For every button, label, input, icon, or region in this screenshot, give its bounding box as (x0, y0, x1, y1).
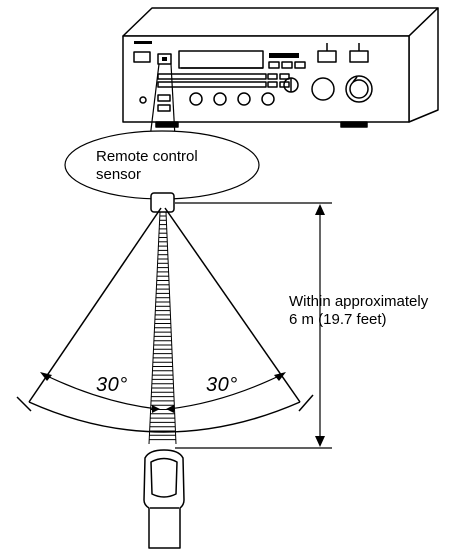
range-label-line2: 6 m (19.7 feet) (289, 311, 387, 328)
remote-control (143, 449, 185, 549)
tone-knob (261, 92, 275, 106)
coverage-arc (28, 401, 301, 433)
sensor-label-line2: sensor (96, 166, 142, 183)
sensor-box (150, 192, 175, 213)
sensor-label: Remote control sensor (96, 148, 198, 184)
sensor-label-line1: Remote control (96, 148, 198, 165)
receiver-unit (122, 7, 439, 128)
range-label: Within approximately 6 m (19.7 feet) (289, 293, 428, 329)
brand-logo (134, 41, 152, 44)
sensor-window (157, 53, 172, 65)
input-knob (311, 77, 335, 101)
tone-knob (213, 92, 227, 106)
tone-knob (237, 92, 251, 106)
coverage-cone (28, 207, 301, 403)
angle-right-label: 30° (206, 374, 238, 396)
sensor-callout-pointer (149, 63, 176, 139)
power-button (133, 51, 151, 63)
signal-beam-hatching (149, 215, 176, 441)
distance-arrowheads (315, 204, 325, 447)
angle-left-label: 30° (96, 374, 128, 396)
range-label-line1: Within approximately (289, 293, 429, 310)
volume-knob (345, 75, 373, 103)
angle-arcs (42, 373, 284, 410)
tone-knob (189, 92, 203, 106)
distance-dimension (175, 202, 332, 449)
